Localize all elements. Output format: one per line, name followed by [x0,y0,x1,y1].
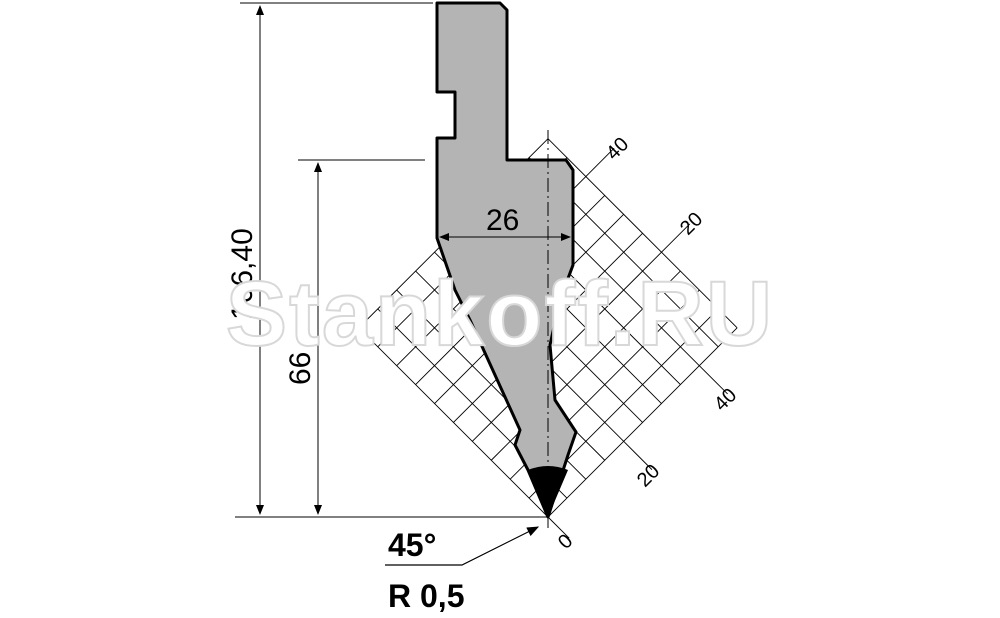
working-height-label: 66 [284,352,317,385]
grid-tick-0: 0 [554,530,577,553]
total-height-label: 106,40 [226,228,259,320]
grid-tick-line [585,147,615,177]
grid-tick-line [623,441,653,470]
angle-leader [385,526,540,566]
radius-label: R 0,5 [388,578,464,614]
width-label: 26 [486,204,519,237]
grid-line [547,327,738,518]
watermark: Stankoff.RU [226,263,774,365]
grid-tick-b-20: 20 [676,208,707,239]
grid-line [547,138,738,329]
grid-tick-b-40: 40 [602,133,633,164]
grid-tick-line [547,516,570,539]
punch-profile [435,1,578,519]
grid-tick-line [661,223,691,253]
angle-label: 45° [388,527,436,563]
grid-tick-line [699,365,728,395]
grid-tick-a-20: 20 [633,460,664,491]
grid-tick-a-40: 40 [710,384,741,415]
extension-lines [235,2,548,518]
